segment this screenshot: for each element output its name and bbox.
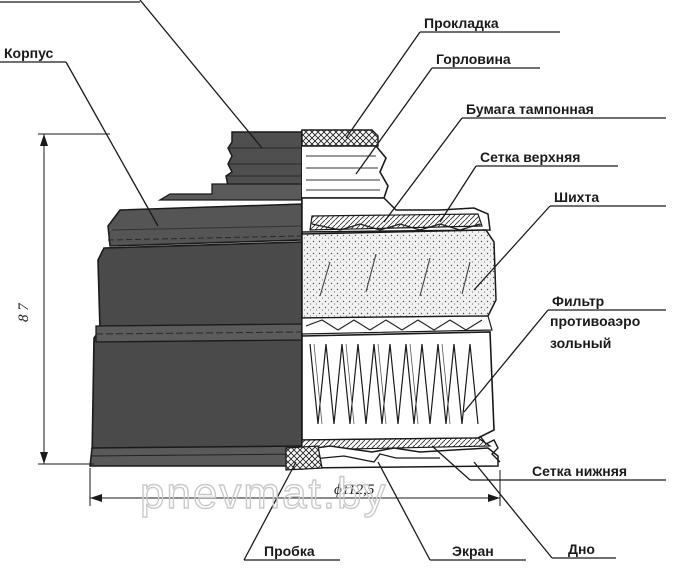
label-filtr-line3: зольный xyxy=(550,335,611,351)
label-setka-niz: Сетка нижняя xyxy=(532,463,627,479)
label-korpus: Корпус xyxy=(4,45,54,61)
label-probka: Пробка xyxy=(264,543,315,559)
height-dimension: 8 7 xyxy=(16,133,110,465)
label-prokladka: Прокладка xyxy=(424,15,499,31)
label-gorlovina: Горловина xyxy=(436,51,511,67)
part-labels: Корпус Прокладка Горловина Бумага тампон… xyxy=(4,15,640,559)
canister-section xyxy=(285,129,501,471)
label-ekran: Экран xyxy=(452,543,494,559)
label-bumaga: Бумага тампонная xyxy=(466,101,594,117)
label-dno: Дно xyxy=(568,541,595,557)
diameter-dimension: ϕ112,5 xyxy=(89,468,501,506)
diameter-dimension-label: ϕ112,5 xyxy=(334,482,375,498)
canister-exterior xyxy=(89,130,303,470)
label-filtr-line2: противоаэро xyxy=(550,313,640,329)
label-setka-verh: Сетка верхняя xyxy=(480,149,580,165)
label-shihta: Шихта xyxy=(554,189,599,205)
leader-lines xyxy=(0,0,666,561)
watermark-text: pnevmat.by xyxy=(140,469,387,518)
height-dimension-label: 8 7 xyxy=(16,302,32,322)
label-filtr-line1: Фильтр xyxy=(552,293,604,309)
